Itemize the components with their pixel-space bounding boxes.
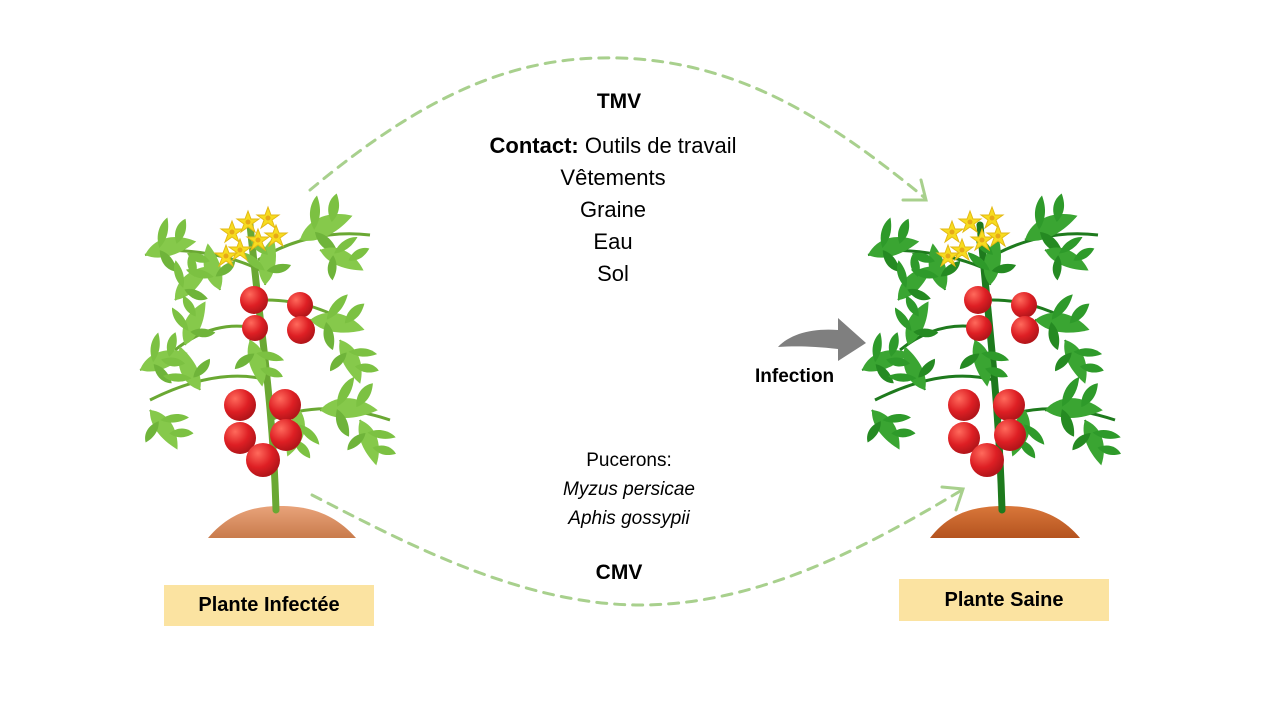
tmv-arrow-head-icon bbox=[901, 178, 928, 202]
cmv-transmission-arrow bbox=[310, 488, 964, 607]
tmv-transmission-arrow bbox=[308, 56, 927, 200]
cmv-arrow-head-icon bbox=[940, 485, 966, 512]
contact-label: Contact: bbox=[489, 133, 579, 158]
tmv-contact-line: Contact: Outils de travail bbox=[490, 133, 737, 159]
tmv-item: Vêtements bbox=[560, 165, 666, 190]
infection-label: Infection bbox=[755, 366, 835, 387]
infection-arrow-icon bbox=[778, 318, 866, 361]
healthy-plant-icon bbox=[852, 185, 1128, 538]
tmv-item: Graine bbox=[579, 197, 647, 222]
tmv-item: Eau bbox=[593, 229, 633, 254]
cmv-title: CMV bbox=[595, 561, 643, 584]
healthy-plant-label: Plante Saine bbox=[899, 579, 1109, 621]
cmv-species: Aphis gossypii bbox=[568, 508, 690, 529]
infected-plant-icon bbox=[130, 185, 403, 538]
contact-first-item: Outils de travail bbox=[584, 133, 737, 158]
infected-plant-label: Plante Infectée bbox=[164, 585, 374, 626]
cmv-vector-label: Pucerons: bbox=[586, 450, 672, 471]
tmv-item: Sol bbox=[597, 261, 629, 286]
tmv-title: TMV bbox=[596, 90, 642, 113]
cmv-species: Myzus persicae bbox=[563, 479, 695, 500]
